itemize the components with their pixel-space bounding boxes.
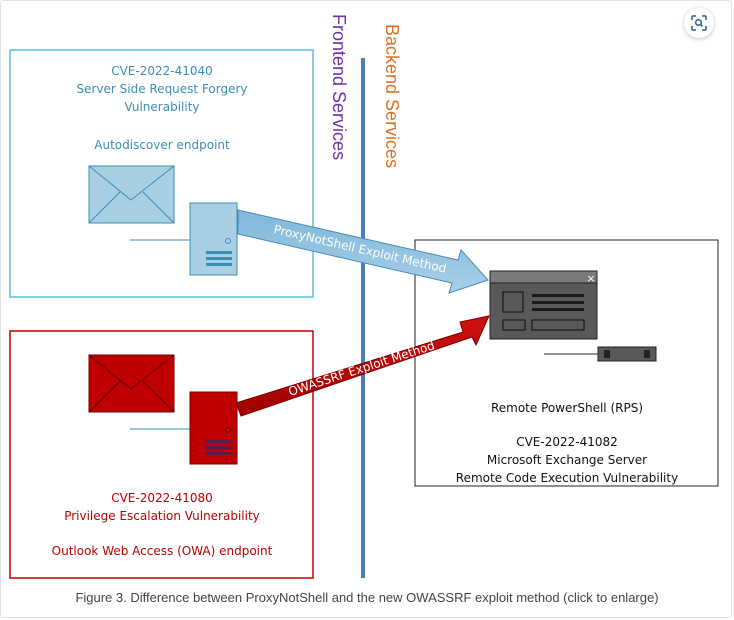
rps-label: Remote PowerShell (RPS) [491, 401, 643, 415]
top-box-endpoint: Autodiscover endpoint [94, 138, 230, 152]
bottom-box-endpoint: Outlook Web Access (OWA) endpoint [52, 544, 273, 558]
top-box-title-line1: Server Side Request Forgery [76, 82, 247, 96]
top-box-title-line2: Vulnerability [124, 100, 199, 114]
window-close-icon: × [586, 272, 595, 285]
envelope-icon [88, 354, 175, 413]
right-box-title: Remote Code Execution Vulnerability [456, 471, 678, 485]
frontend-services-label: Frontend Services [329, 14, 349, 160]
top-box-cve: CVE-2022-41040 [111, 64, 213, 78]
bottom-box-title: Privilege Escalation Vulnerability [64, 509, 260, 523]
right-box-product: Microsoft Exchange Server [487, 453, 647, 467]
bottom-box-cve: CVE-2022-41080 [111, 491, 213, 505]
server-icon [189, 202, 238, 276]
backend-services-label: Backend Services [382, 24, 402, 168]
envelope-icon [88, 165, 175, 224]
server-rack-icon [597, 346, 657, 362]
application-window-icon: × [489, 270, 598, 340]
zoom-scan-icon [691, 15, 707, 31]
exploit-diagram: Frontend Services Backend Services CVE-2… [9, 14, 719, 579]
right-box-cve: CVE-2022-41082 [516, 435, 618, 449]
top-box [9, 49, 314, 298]
right-box [414, 239, 719, 487]
zoom-button[interactable] [684, 8, 714, 38]
figure-caption: Figure 3. Difference between ProxyNotShe… [75, 590, 659, 605]
proxynotshell-arrow-label: ProxyNotShell Exploit Method [272, 222, 447, 275]
bottom-box [9, 330, 314, 579]
server-icon [189, 391, 238, 465]
